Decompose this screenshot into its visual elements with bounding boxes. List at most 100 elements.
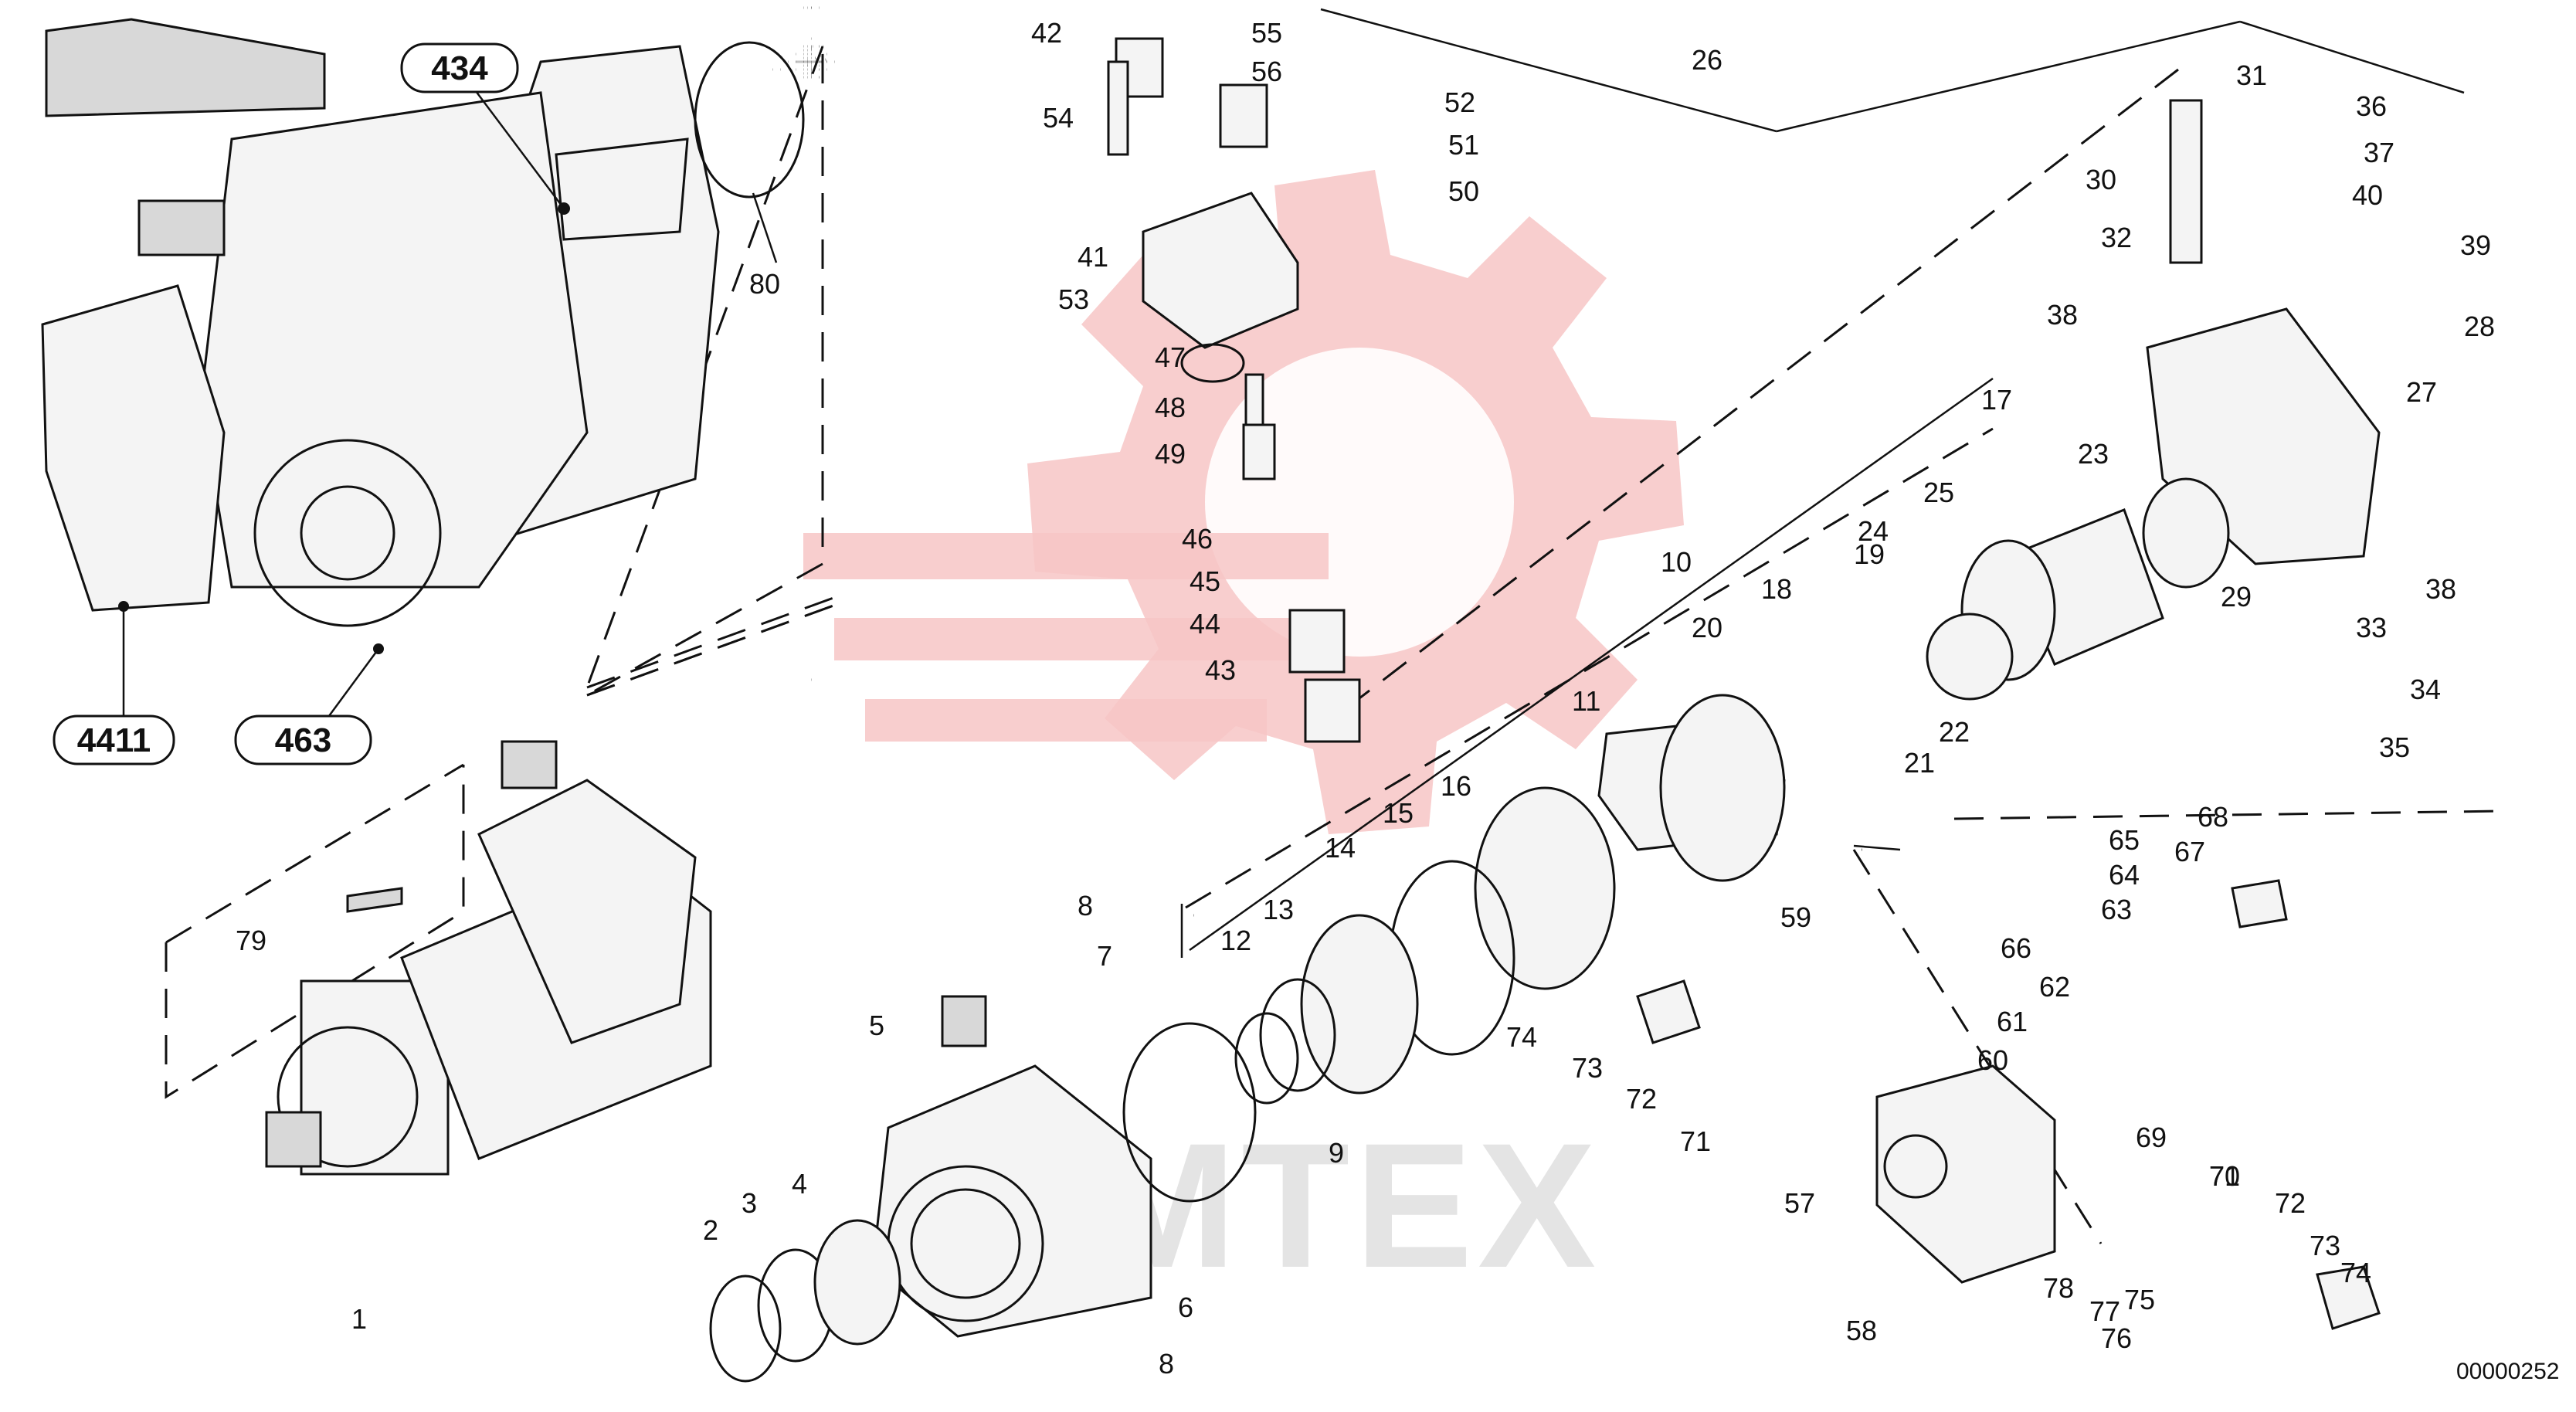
motor-fins [45, 18, 326, 117]
part-number-label: 8 [1078, 890, 1093, 922]
sleeve-49 [1242, 423, 1276, 480]
ref-label-434: 434 [431, 49, 488, 87]
part-number-label: 2 [703, 1214, 718, 1246]
part-number-label: 36 [2356, 90, 2387, 122]
port-plate-23 [2142, 477, 2230, 589]
bearing-4 [813, 1219, 901, 1346]
plug-5 [941, 995, 987, 1047]
plug-74-upper [1636, 979, 1701, 1044]
pump-shaft [265, 1111, 322, 1168]
part-number-label: 29 [2221, 581, 2252, 613]
part-number-label: 38 [2425, 573, 2456, 605]
part-number-label: 39 [2460, 229, 2491, 261]
part-number-label: 21 [1904, 747, 1935, 779]
part-number-label: 26 [1692, 44, 1722, 76]
part-number-label: 18 [1761, 573, 1792, 605]
part-number-label: 71 [2209, 1160, 2240, 1192]
part-number-label: 80 [749, 268, 780, 300]
pump-solenoid [501, 740, 558, 789]
exploded-parts [709, 37, 2381, 1383]
part-number-label: 20 [1692, 612, 1722, 643]
plug-69 [2231, 879, 2288, 928]
inset-bottom-border [586, 562, 823, 697]
part-number-label: 9 [1329, 1137, 1344, 1169]
part-number-label: 61 [1997, 1006, 2028, 1037]
part-number-label: 6 [1178, 1292, 1193, 1323]
part-number-label: 65 [2109, 824, 2140, 856]
part-number-label: 74 [2340, 1257, 2371, 1288]
part-number-label: 31 [2236, 59, 2267, 91]
valve-housing-41 [1142, 192, 1299, 349]
part-number-label: 44 [1190, 608, 1220, 640]
part-number-label: 62 [2039, 971, 2070, 1003]
part-number-label: 50 [1448, 175, 1479, 207]
part-number-label: 58 [1846, 1315, 1877, 1346]
part-number-label: 74 [1506, 1021, 1537, 1053]
part-number-label: 47 [1155, 341, 1186, 373]
part-number-label: 56 [1251, 56, 1282, 87]
shaft-guide-line [1185, 427, 1994, 909]
part-number-label: 41 [1078, 241, 1108, 273]
diagonal-section-divider [1312, 68, 2179, 735]
document-id: 00000252 [2456, 1359, 2559, 1384]
solenoid-block [137, 199, 226, 256]
part-number-label: 70 [2209, 1160, 2240, 1192]
part-number-label: 79 [236, 925, 266, 956]
gasket-9 [1122, 1022, 1257, 1203]
part-number-label: 66 [2001, 932, 2031, 964]
plug-74-lower [2316, 1265, 2381, 1330]
motor-flange-hub [300, 485, 395, 581]
part-number-label: 67 [2174, 836, 2205, 867]
part-number-label: 13 [1263, 894, 1294, 925]
part-number-label: 77 [2089, 1295, 2120, 1327]
shaft-flange [1659, 694, 1786, 882]
leader-434 [470, 84, 565, 209]
section-divider-lines [796, 8, 823, 77]
cylinder-guide-line [1189, 377, 1994, 952]
ref-label-pill [400, 42, 519, 93]
part-number-label: 37 [2364, 137, 2394, 168]
part-number-label: 24 [1858, 515, 1889, 547]
part-number-label: 49 [1155, 438, 1186, 470]
ref-label-4411: 4411 [77, 721, 151, 759]
control-head [477, 779, 697, 1044]
part-number-label: 42 [1031, 17, 1062, 49]
part-number-labels: 1234567889101112131415161718192021222324… [236, 17, 2495, 1380]
part-number-label: 72 [1626, 1083, 1657, 1115]
part-number-label: 1 [351, 1303, 367, 1335]
part-number-label: 53 [1058, 283, 1089, 315]
output-shaft [555, 137, 689, 241]
part-number-label: 28 [2464, 311, 2495, 342]
part-number-label: 7 [1097, 940, 1112, 972]
part-number-label: 55 [1251, 17, 1282, 49]
part-number-label: 48 [1155, 392, 1186, 423]
part-number-label: 69 [2136, 1122, 2167, 1153]
part-number-label: 19 [1854, 538, 1885, 570]
ref-label-pill [53, 714, 175, 765]
part-number-label: 73 [2310, 1230, 2340, 1261]
motor-flange-ring [253, 439, 442, 627]
part-number-label: 3 [742, 1187, 757, 1219]
spring-43 [1304, 678, 1361, 743]
pump-flange-bore [277, 1026, 419, 1168]
part-number-label: 5 [869, 1010, 884, 1041]
part-number-label: 14 [1325, 832, 1356, 864]
part-number-label: 11 [1572, 685, 1600, 717]
part-number-label: 63 [2101, 894, 2132, 925]
part-number-label: 27 [2406, 376, 2437, 408]
solenoid-57 [1219, 83, 1268, 148]
part-number-label: 35 [2379, 731, 2410, 763]
part-number-label: 38 [2047, 299, 2078, 331]
part-number-label: 46 [1182, 523, 1213, 555]
part-number-label: 17 [1981, 384, 2012, 416]
piston-44 [1288, 609, 1346, 674]
valve-block-58 [1875, 1064, 2056, 1284]
valve-block-port [1883, 1134, 1948, 1199]
part-number-label: 12 [1220, 925, 1251, 956]
part-number-label: 15 [1383, 797, 1414, 829]
part-number-label: 8 [1159, 1348, 1174, 1380]
part-number-label: 25 [1923, 477, 1954, 508]
part-number-label: 22 [1939, 716, 1970, 748]
